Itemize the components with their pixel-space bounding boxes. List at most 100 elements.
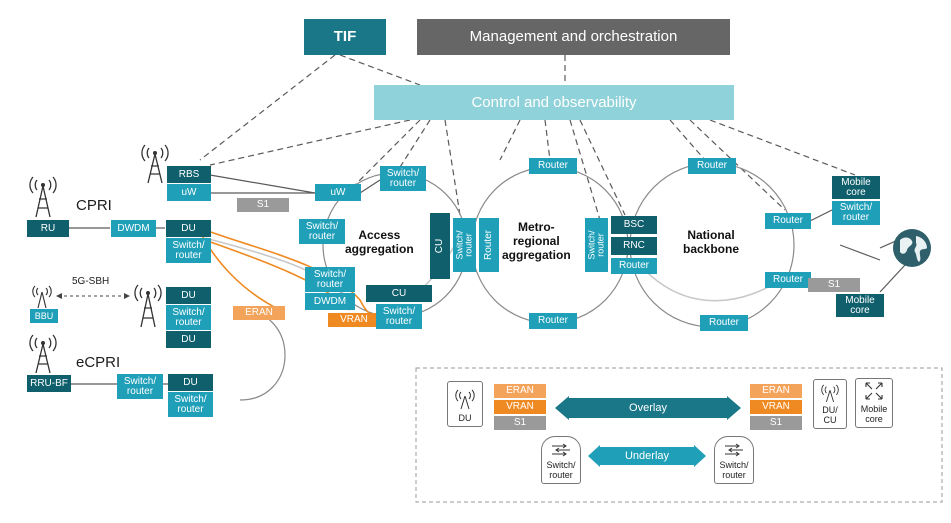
legend-switch-router-label: Switch/ router [546, 460, 576, 480]
s1-box-right: S1 [808, 278, 860, 292]
switch-router-label: Switch/ router [386, 167, 420, 189]
switch-router-access-left: Switch/ router [299, 219, 345, 244]
management-orchestration-box: Management and orchestration [417, 19, 730, 55]
national-backbone-title: National backbone [683, 228, 740, 256]
legend-frame [415, 367, 943, 503]
cell-tower-icon [29, 176, 57, 218]
du-label: DU [181, 222, 196, 234]
router-label: Router [708, 317, 739, 328]
du-box-2: DU [166, 287, 211, 304]
5g-sbh-arrows [56, 293, 130, 299]
control-observability-box: Control and observability [374, 85, 734, 120]
legend-vran-right: VRAN [750, 400, 802, 414]
switch-router-box-3: Switch/ router [117, 374, 163, 399]
mobile-core-box-bottom: Mobile core [836, 294, 884, 317]
uw-box-left: uW [167, 184, 211, 201]
router-label: Router [483, 229, 495, 261]
router-national-right-top: Router [765, 213, 811, 229]
legend-eran-left: ERAN [494, 384, 546, 398]
globe-icon [893, 229, 931, 267]
cell-tower-icon [32, 285, 52, 309]
uw-label: uW [330, 186, 346, 198]
ru-label: RU [40, 222, 56, 234]
router-label: Router [696, 160, 727, 171]
cu-label: CU [433, 238, 445, 254]
switch-router-icon [725, 443, 743, 457]
cu-box-bottom: CU [366, 285, 432, 302]
switch-router-label: Switch/ router [123, 375, 157, 397]
link-lines [68, 174, 906, 385]
uw-label: uW [181, 186, 197, 198]
switch-router-label: Switch/ router [313, 268, 347, 290]
bsc-label: BSC [623, 219, 645, 230]
router-label: Router [772, 215, 803, 226]
underlay-label: Underlay [624, 450, 670, 462]
legend-mobile-core-card: Mobile core [855, 378, 893, 428]
router-label: Router [618, 260, 649, 271]
overlay-label: Overlay [629, 402, 667, 414]
router-national-right-bottom: Router [765, 272, 811, 288]
tif-box: TIF [304, 19, 386, 55]
switch-router-label: Switch/ router [586, 230, 606, 260]
legend-vran-label: VRAN [762, 401, 790, 412]
legend-du-label: DU [458, 413, 472, 423]
switch-router-label: Switch/ router [454, 230, 474, 260]
legend-s1-left: S1 [494, 416, 546, 430]
5g-sbh-label: 5G-SBH [72, 276, 110, 287]
switch-router-label: Switch/ router [174, 393, 207, 415]
cell-tower-icon [455, 389, 475, 410]
du-box-1: DU [166, 220, 211, 237]
cu-label: CU [391, 287, 407, 299]
dwdm-box-access: DWDM [305, 293, 355, 310]
du-label: DU [181, 289, 196, 301]
switch-router-icon [552, 443, 570, 457]
ru-box: RU [27, 220, 69, 237]
legend-eran-label: ERAN [762, 385, 790, 396]
router-national-bottom: Router [700, 315, 748, 331]
s1-label: S1 [256, 199, 270, 210]
switch-router-vertical-1: Switch/ router [453, 218, 476, 272]
tif-label: TIF [333, 28, 357, 45]
rnc-label: RNC [623, 240, 645, 251]
management-label: Management and orchestration [469, 28, 678, 45]
du-label: DU [181, 333, 196, 345]
uw-box-access: uW [315, 184, 361, 201]
mobile-core-box-top: Mobile core [832, 176, 880, 199]
legend-s1-label: S1 [769, 417, 783, 428]
router-label: Router [537, 315, 568, 326]
expand-arrows-icon [865, 382, 883, 400]
mobile-core-label: Mobile core [845, 294, 875, 316]
legend-du-cu-label: DU/ CU [822, 405, 838, 425]
switch-router-label: Switch/ router [839, 202, 873, 223]
switch-router-vertical-2: Switch/ router [585, 218, 608, 272]
switch-router-access-mid: Switch/ router [305, 267, 355, 292]
du-box-4: DU [168, 374, 213, 391]
router-metro-right: Router [611, 258, 657, 274]
rru-bf-label: RRU-BF [30, 377, 68, 389]
router-label: Router [537, 160, 568, 171]
switch-router-national: Switch/ router [832, 201, 880, 225]
underlay-arrow [588, 445, 706, 467]
router-label: Router [772, 274, 803, 285]
legend-switch-router-label: Switch/ router [719, 460, 749, 480]
dwdm-box-left: DWDM [111, 220, 156, 237]
switch-router-box-2: Switch/ router [166, 305, 211, 330]
router-national-top: Router [688, 158, 736, 174]
legend-s1-label: S1 [513, 417, 527, 428]
switch-router-label: Switch/ router [305, 220, 339, 242]
cpri-label: CPRI [76, 197, 112, 214]
switch-router-access-bottom: Switch/ router [376, 304, 422, 329]
vran-label: VRAN [340, 314, 368, 325]
eran-label: ERAN [245, 307, 273, 318]
router-metro-bottom: Router [529, 313, 577, 329]
bbu-box: BBU [30, 309, 58, 323]
cu-box-vertical: CU [430, 213, 450, 279]
dwdm-label: DWDM [117, 222, 150, 234]
cell-tower-icon [821, 384, 839, 403]
cell-tower-icon [141, 144, 169, 184]
eran-box-left: ERAN [233, 306, 285, 320]
legend-switch-router-left: Switch/ router [541, 436, 581, 484]
access-aggregation-title: Access aggregation [345, 228, 414, 256]
metro-regional-title: Metro- regional aggregation [502, 220, 571, 262]
bbu-label: BBU [34, 311, 54, 321]
